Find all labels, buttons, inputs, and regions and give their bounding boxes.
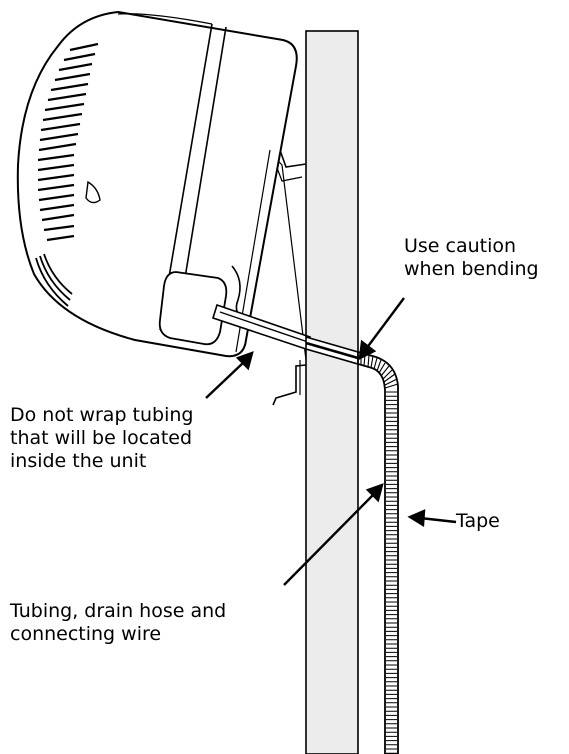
no-wrap-arrow-line [205, 361, 245, 399]
tubing-arrow-line [283, 493, 375, 586]
tubing-label: Tubing, drain hose and connecting wire [10, 600, 227, 645]
indoor-unit [16, 10, 298, 358]
wall [305, 30, 359, 754]
unit-louvres [37, 42, 99, 242]
caution-arrow-head [358, 339, 377, 361]
mounting-bracket-bottom [272, 364, 307, 406]
tape-arrow-head [407, 509, 426, 528]
tubing-arrow-head [365, 483, 384, 503]
tape-hatch-vertical [386, 391, 397, 754]
tubing-wrapped-outline [357, 350, 399, 754]
unit-bottom-grille [35, 253, 73, 307]
tubing-unwrapped-inner [219, 311, 309, 343]
access-cover [158, 271, 228, 346]
unit-side-tab [85, 180, 101, 204]
tape-arrow-line [419, 516, 457, 524]
no-wrap-arrow-head [235, 351, 254, 371]
tape-label: Tape [456, 510, 500, 532]
unit-front-curve [117, 13, 213, 25]
tape-hatch-horizontal [360, 353, 399, 389]
caution-label: Use caution when bending [404, 235, 539, 280]
unit-body [16, 10, 298, 358]
tubing-bundle [212, 303, 399, 754]
tubing-through-wall-inner [305, 341, 359, 360]
callout-arrows [205, 297, 457, 586]
no-wrap-label: Do not wrap tubing that will be located … [10, 404, 194, 472]
caution-arrow-line [365, 297, 405, 350]
